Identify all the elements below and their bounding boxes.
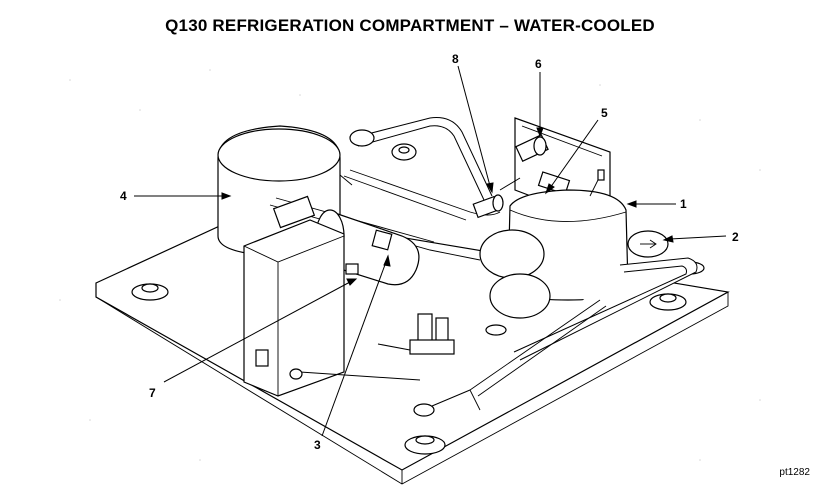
callout-7: 7	[149, 386, 156, 400]
terminal-cover	[627, 230, 669, 258]
suction-discharge-lines	[469, 257, 698, 411]
callout-5: 5	[601, 106, 608, 120]
compressor	[479, 169, 629, 336]
figure-reference: pt1282	[779, 467, 810, 478]
callout-8: 8	[452, 52, 459, 66]
access-valve	[515, 134, 549, 162]
diagram-title: Q130 REFRIGERATION COMPARTMENT – WATER-C…	[165, 16, 655, 35]
callout-leaders	[134, 65, 727, 437]
electrical-box	[243, 195, 345, 397]
water-regulating-valve	[289, 313, 471, 417]
mounting-foot-front	[404, 435, 446, 455]
callout-3: 3	[314, 438, 321, 452]
callout-1: 1	[680, 197, 687, 211]
callout-2: 2	[732, 230, 739, 244]
callout-6: 6	[535, 57, 542, 71]
background-dots	[59, 69, 761, 461]
callout-4: 4	[120, 189, 127, 203]
mounting-foot-front-left	[131, 283, 169, 301]
mounting-foot-right	[649, 293, 687, 311]
refrigerant-tubing	[269, 117, 501, 261]
filter-drier	[472, 177, 521, 219]
